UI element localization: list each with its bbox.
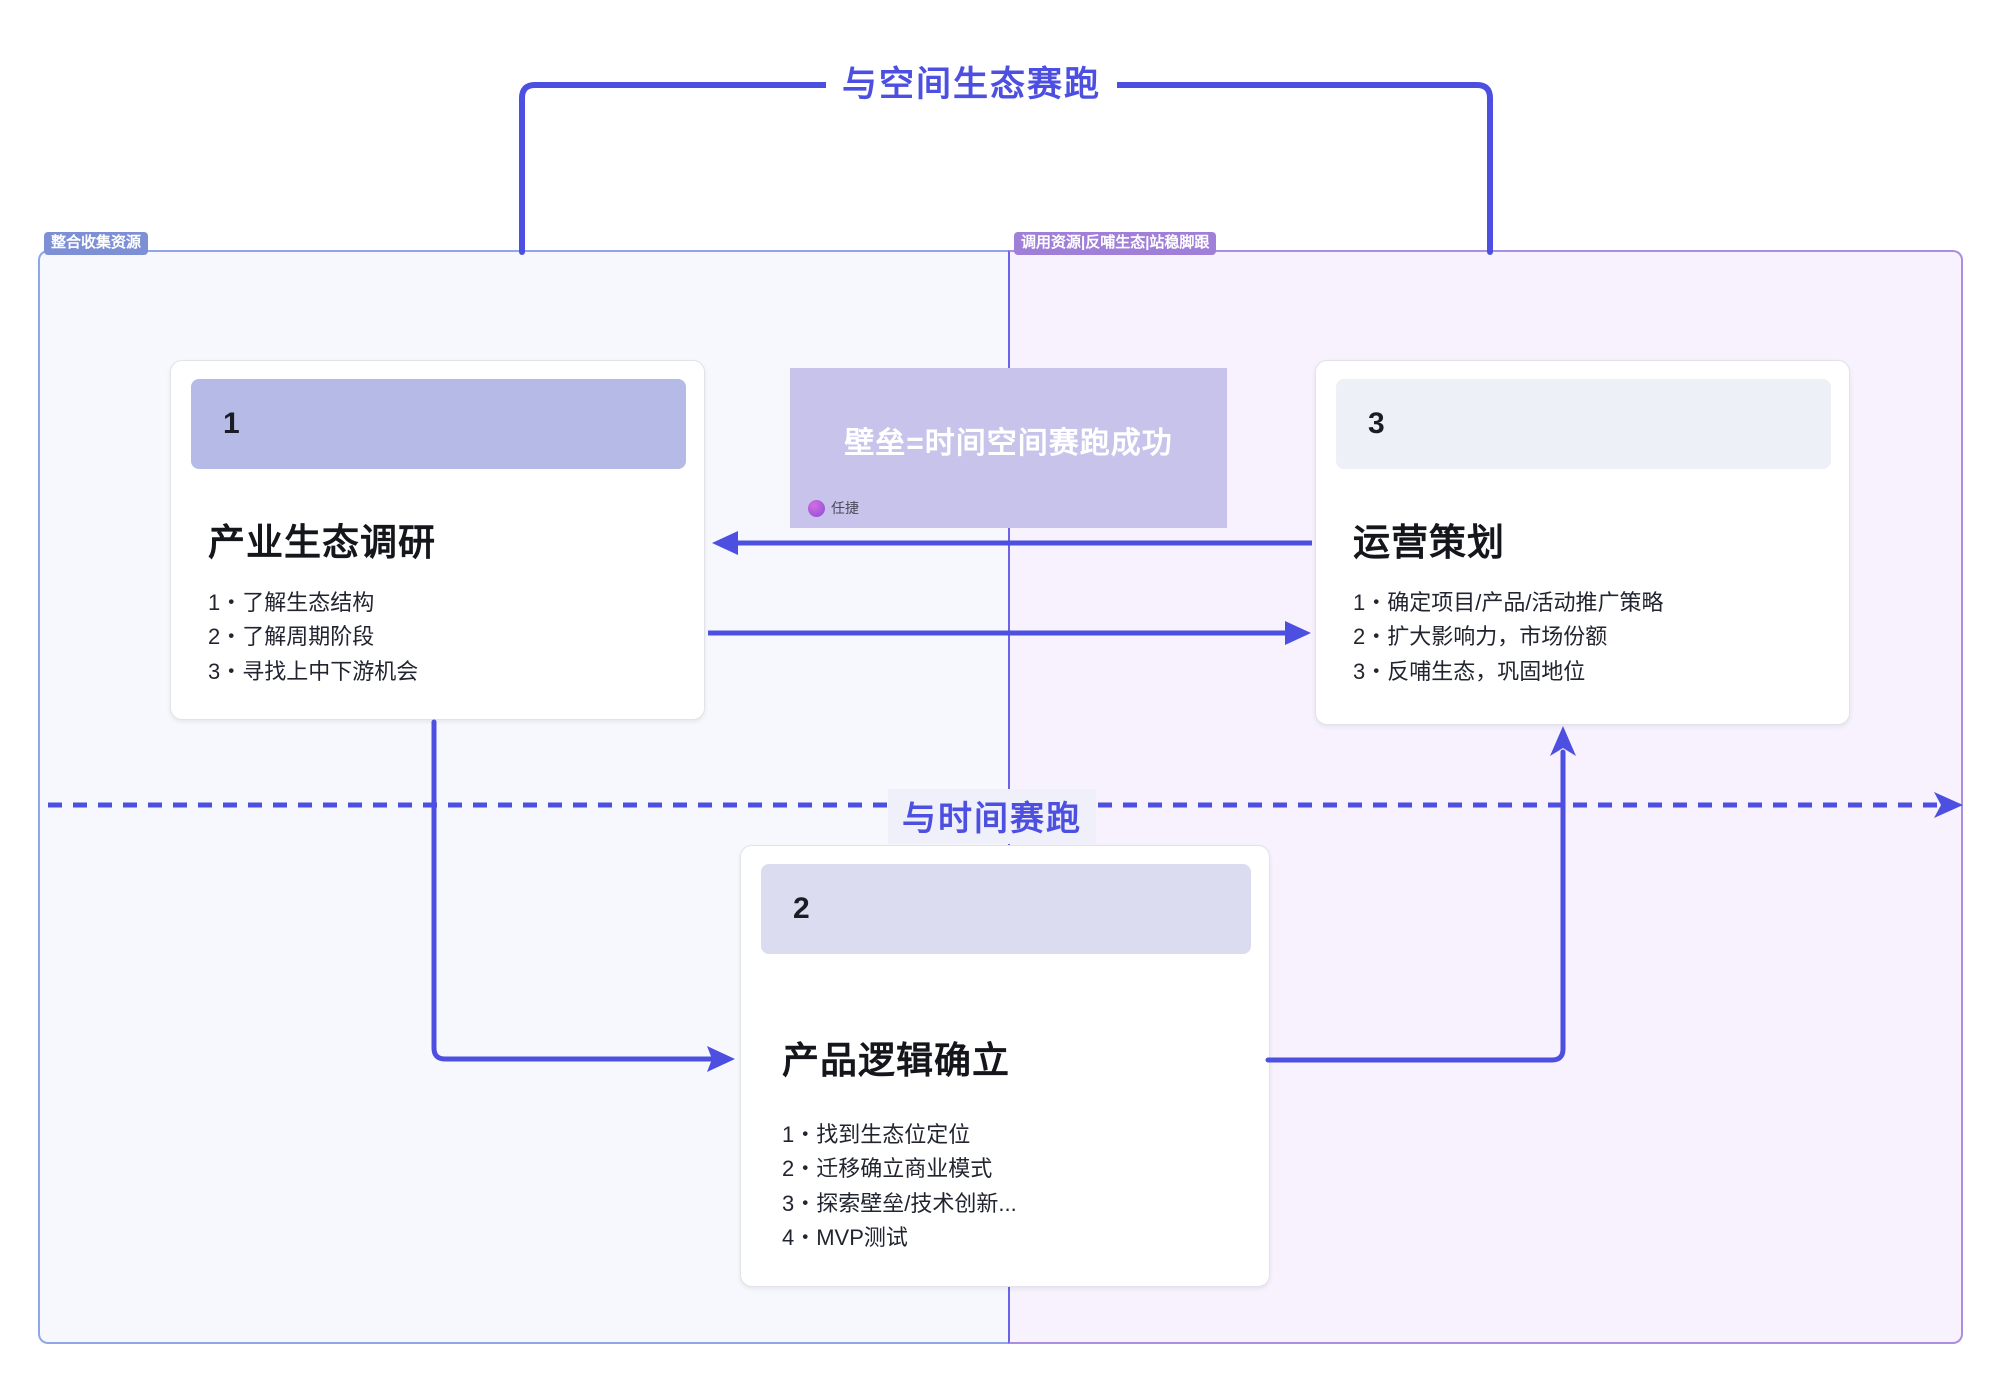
card-1-number: 1 [223,407,240,440]
card-1-title: 产业生态调研 [208,522,436,563]
card-1-item: 1・了解生态结构 [208,590,375,615]
card-2-title: 产品逻辑确立 [782,1040,1010,1081]
card-3-title: 运营策划 [1353,522,1505,563]
center-note-author-name: 任捷 [831,500,859,516]
card-3-header: 3 [1336,379,1831,469]
space-race-title: 与空间生态赛跑 [826,56,1118,107]
card-2-item: 1・找到生态位定位 [782,1122,971,1147]
center-note-author: 任捷 [808,498,859,518]
card-2-item: 4・MVP测试 [782,1224,908,1250]
card-3-item: 1・确定项目/产品/活动推广策略 [1353,590,1664,615]
center-note-card[interactable]: 壁垒=时间空间赛跑成功 任捷 [790,368,1227,528]
user-avatar-icon [808,499,825,517]
card-step-2[interactable]: 2 [740,845,1270,1287]
card-1-item: 2・了解周期阶段 [208,624,375,650]
card-2-item: 2・迁移确立商业模式 [782,1156,993,1182]
card-1-item: 3・寻找上中下游机会 [208,658,419,684]
card-2-item-list: 1・找到生态位定位 2・迁移确立商业模式 3・探索壁垒/技术创新... 4・MV… [782,1118,1017,1255]
right-frame-badge[interactable]: 调用资源|反哺生态|站稳脚跟 [1014,232,1217,255]
card-3-number: 3 [1368,407,1385,440]
card-1-header: 1 [191,379,686,469]
card-2-number: 2 [793,892,810,925]
time-race-title: 与时间赛跑 [888,789,1096,844]
card-2-header: 2 [761,864,1251,954]
card-3-item: 2・扩大影响力，市场份额 [1353,624,1608,650]
card-step-1[interactable]: 1 [170,360,705,720]
time-race-dashed-arrow [48,792,1963,818]
left-frame-badge[interactable]: 整合收集资源 [44,232,149,255]
center-note-text: 壁垒=时间空间赛跑成功 [844,427,1173,460]
card-1-item-list: 1・了解生态结构 2・了解周期阶段 3・寻找上中下游机会 [208,586,418,689]
card-3-item: 3・反哺生态，巩固地位 [1353,658,1586,684]
card-step-3[interactable]: 3 [1315,360,1850,725]
card-3-item-list: 1・确定项目/产品/活动推广策略 2・扩大影响力，市场份额 3・反哺生态，巩固地… [1353,586,1663,689]
card-2-item: 3・探索壁垒/技术创新... [782,1190,1017,1216]
